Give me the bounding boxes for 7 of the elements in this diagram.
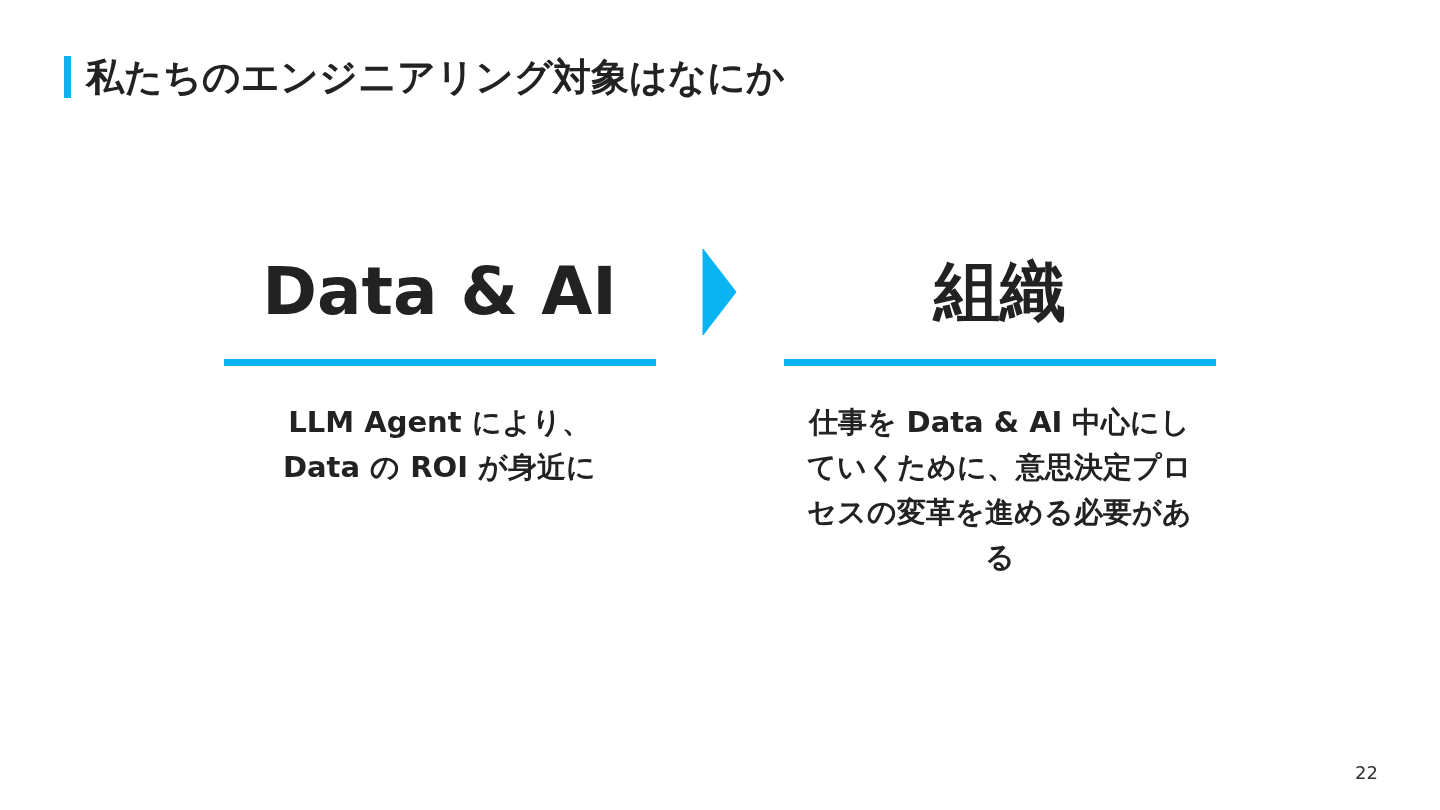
page-number: 22 <box>1355 762 1378 783</box>
description-text: LLM Agent により、 Data の ROI が身近に <box>281 404 598 486</box>
heading: 組織 <box>931 252 1067 332</box>
chevron-arrow <box>702 248 737 336</box>
description-text: 仕事を Data & AI 中心にしていくために、意思決定プロセスの変革を進める必要がある <box>806 404 1193 576</box>
heading: Data & AI <box>261 252 618 332</box>
slide-title: 私たちのエンジニアリング対象はなにか <box>86 54 785 101</box>
